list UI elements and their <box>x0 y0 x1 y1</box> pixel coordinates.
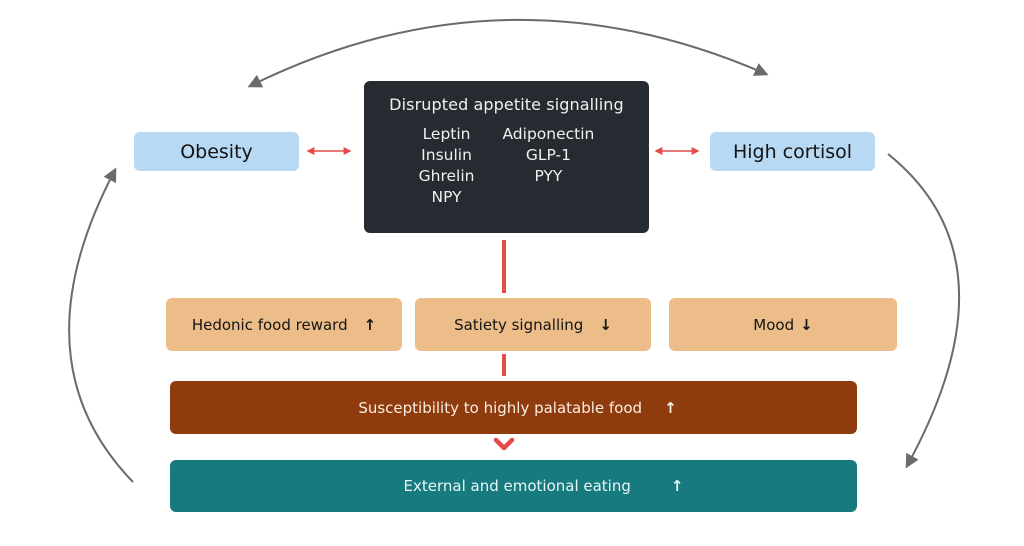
hormone-item: GLP-1 <box>525 146 571 164</box>
appetite-signalling-title: Disrupted appetite signalling <box>389 95 624 114</box>
down-arrow-icon: ↓ <box>800 315 813 334</box>
effect-hedonic-reward: Hedonic food reward ↑ <box>166 298 402 351</box>
top-cycle-arrow <box>247 18 769 88</box>
effect-label: Satiety signalling <box>454 315 584 334</box>
hormone-item: Leptin <box>422 125 471 143</box>
hormone-item: NPY <box>431 188 462 206</box>
eating-label: External and emotional eating <box>403 477 631 495</box>
obesity-node: Obesity <box>134 132 299 171</box>
cortisol-label: High cortisol <box>732 140 853 163</box>
up-arrow-icon: ↑ <box>670 477 684 495</box>
hormone-item: Adiponectin <box>502 125 595 143</box>
effect-satiety-signalling: Satiety signalling ↓ <box>415 298 651 351</box>
left-cycle-arrow <box>68 167 134 483</box>
chevron-down-icon <box>493 437 515 451</box>
eating-box: External and emotional eating ↑ <box>170 460 857 512</box>
effect-label: Hedonic food reward <box>191 315 348 334</box>
down-arrow-icon: ↓ <box>599 315 612 334</box>
susceptibility-label: Susceptibility to highly palatable food <box>358 398 643 417</box>
hormone-item: Insulin <box>421 146 472 164</box>
effect-label: Mood <box>753 315 795 334</box>
appetite-signalling-box: Disrupted appetite signalling Leptin Ins… <box>364 81 649 233</box>
up-arrow-icon: ↑ <box>363 315 377 334</box>
effect-mood: Mood ↓ <box>669 298 897 351</box>
hormone-list-left: Leptin Insulin Ghrelin NPY <box>419 124 475 208</box>
cortisol-node: High cortisol <box>710 132 875 171</box>
up-arrow-icon: ↑ <box>664 398 677 417</box>
susceptibility-box: Susceptibility to highly palatable food … <box>170 381 857 434</box>
hormone-list-right: Adiponectin GLP-1 PYY <box>502 124 594 208</box>
obesity-label: Obesity <box>180 140 253 163</box>
hormone-item: Ghrelin <box>418 167 475 185</box>
right-cycle-arrow <box>887 153 961 469</box>
hormone-item: PYY <box>534 167 563 185</box>
